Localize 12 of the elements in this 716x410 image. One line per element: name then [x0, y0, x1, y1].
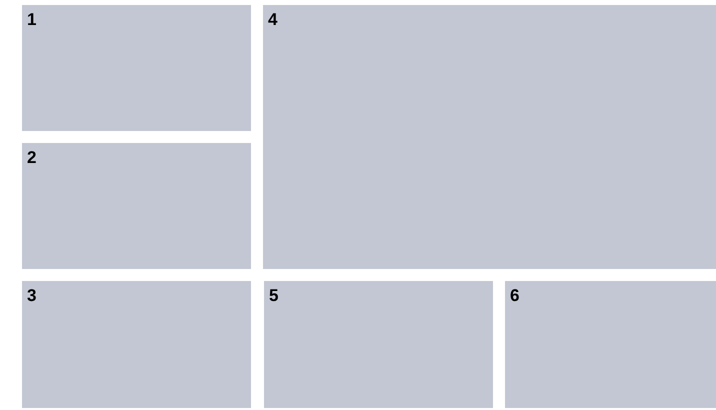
panel-number: 4	[268, 10, 278, 30]
grid-panel	[264, 281, 493, 408]
grid-panel	[22, 143, 251, 269]
panel-number: 3	[27, 286, 36, 306]
grid-panel	[263, 5, 716, 269]
grid-panel	[505, 281, 716, 408]
panel-number: 2	[27, 148, 36, 168]
grid-panel	[22, 5, 251, 131]
grid-panel	[22, 281, 251, 408]
panel-number: 5	[269, 286, 278, 306]
panel-number: 1	[27, 10, 36, 30]
panel-number: 6	[510, 286, 520, 306]
